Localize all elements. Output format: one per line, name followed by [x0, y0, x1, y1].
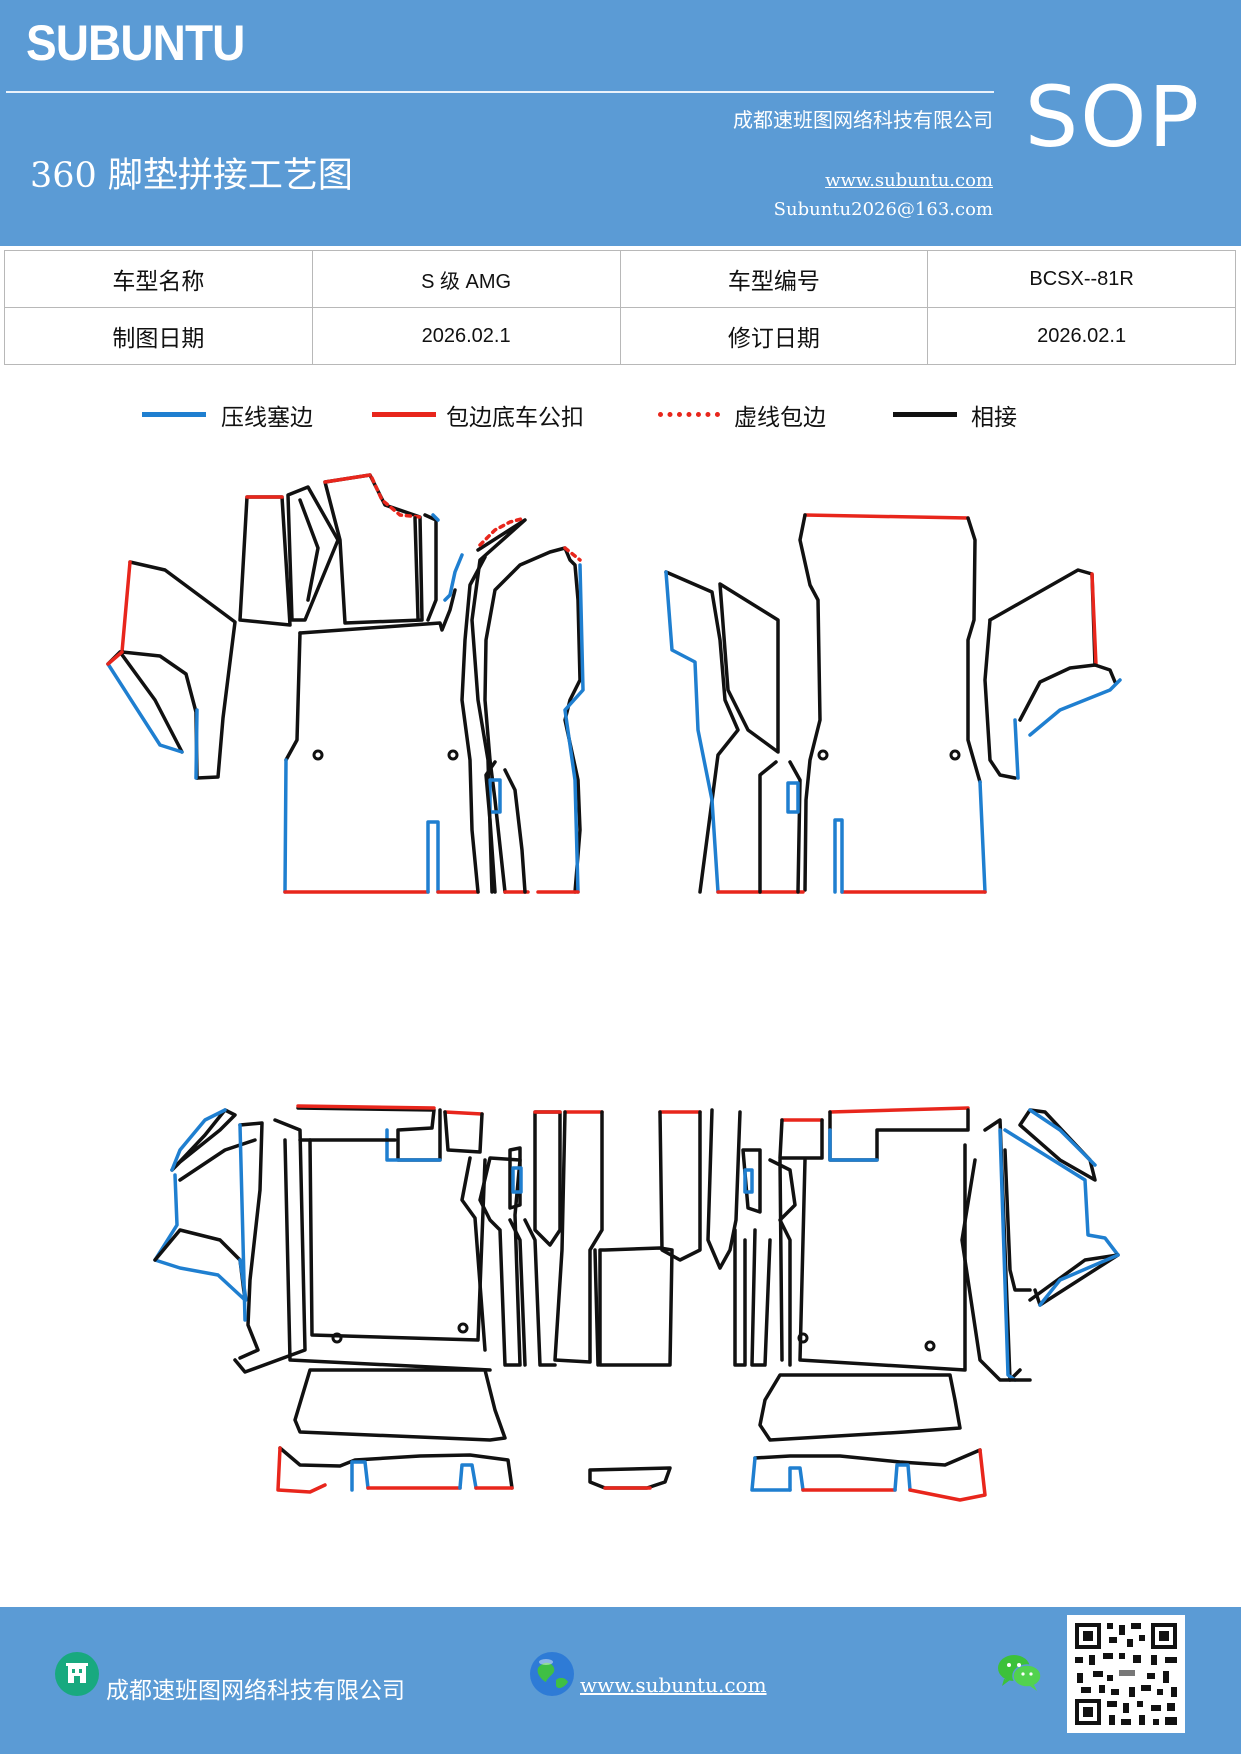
table-row: 车型名称 S 级 AMG 车型编号 BCSX--81R: [4, 250, 1236, 308]
table-cell: 修订日期: [619, 307, 929, 365]
legend-swatch-red: [372, 412, 436, 417]
legend-label: 包边底车公扣: [446, 405, 584, 431]
legend-label: 压线塞边: [221, 405, 313, 431]
legend-swatch-red-dotted: [658, 412, 720, 417]
table-cell: 2026.02.1: [311, 307, 621, 365]
mat-assembly-front-right: [664, 513, 1122, 894]
mat-assembly-rear-left: [153, 1104, 674, 1494]
footer-banner: 成都速班图网络科技有限公司 www.subuntu.com: [0, 1607, 1241, 1754]
table-cell: 2026.02.1: [927, 307, 1236, 365]
legend-swatch-blue: [142, 412, 206, 417]
website-link[interactable]: www.subuntu.com: [825, 170, 993, 191]
company-name: 成都速班图网络科技有限公司: [733, 108, 993, 132]
floor-mat-pattern-diagram: [106, 473, 1122, 1502]
mat-assembly-rear-right: [658, 1106, 1120, 1502]
legend-swatch-black: [893, 412, 957, 417]
email-address: Subuntu2026@163.com: [773, 199, 993, 220]
table-cell: S 级 AMG: [311, 250, 621, 308]
brand-logo: SUBUNTU: [26, 15, 245, 71]
building-icon: [54, 1651, 100, 1701]
table-row: 制图日期 2026.02.1 修订日期 2026.02.1: [4, 307, 1236, 365]
sop-badge: SOP: [1024, 68, 1201, 166]
header-divider: [6, 91, 994, 93]
globe-icon: [528, 1650, 576, 1702]
legend-label: 虚线包边: [734, 405, 826, 431]
qr-code-icon: [1067, 1615, 1185, 1737]
vehicle-info-table: 车型名称 S 级 AMG 车型编号 BCSX--81R 制图日期 2026.02…: [4, 250, 1236, 365]
header-banner: SUBUNTU SOP 成都速班图网络科技有限公司 360 脚垫拼接工艺图 ww…: [0, 0, 1241, 246]
footer-company-name: 成都速班图网络科技有限公司: [106, 1678, 405, 1704]
table-cell: 制图日期: [4, 307, 313, 365]
mat-assembly-front-left: [106, 473, 585, 894]
document-title: 360 脚垫拼接工艺图: [30, 156, 353, 196]
footer-website-link[interactable]: www.subuntu.com: [580, 1673, 767, 1697]
legend-label: 相接: [971, 405, 1017, 431]
table-cell: 车型编号: [619, 250, 929, 308]
table-cell: BCSX--81R: [927, 250, 1236, 308]
wechat-icon[interactable]: [996, 1651, 1042, 1697]
table-cell: 车型名称: [4, 250, 313, 308]
